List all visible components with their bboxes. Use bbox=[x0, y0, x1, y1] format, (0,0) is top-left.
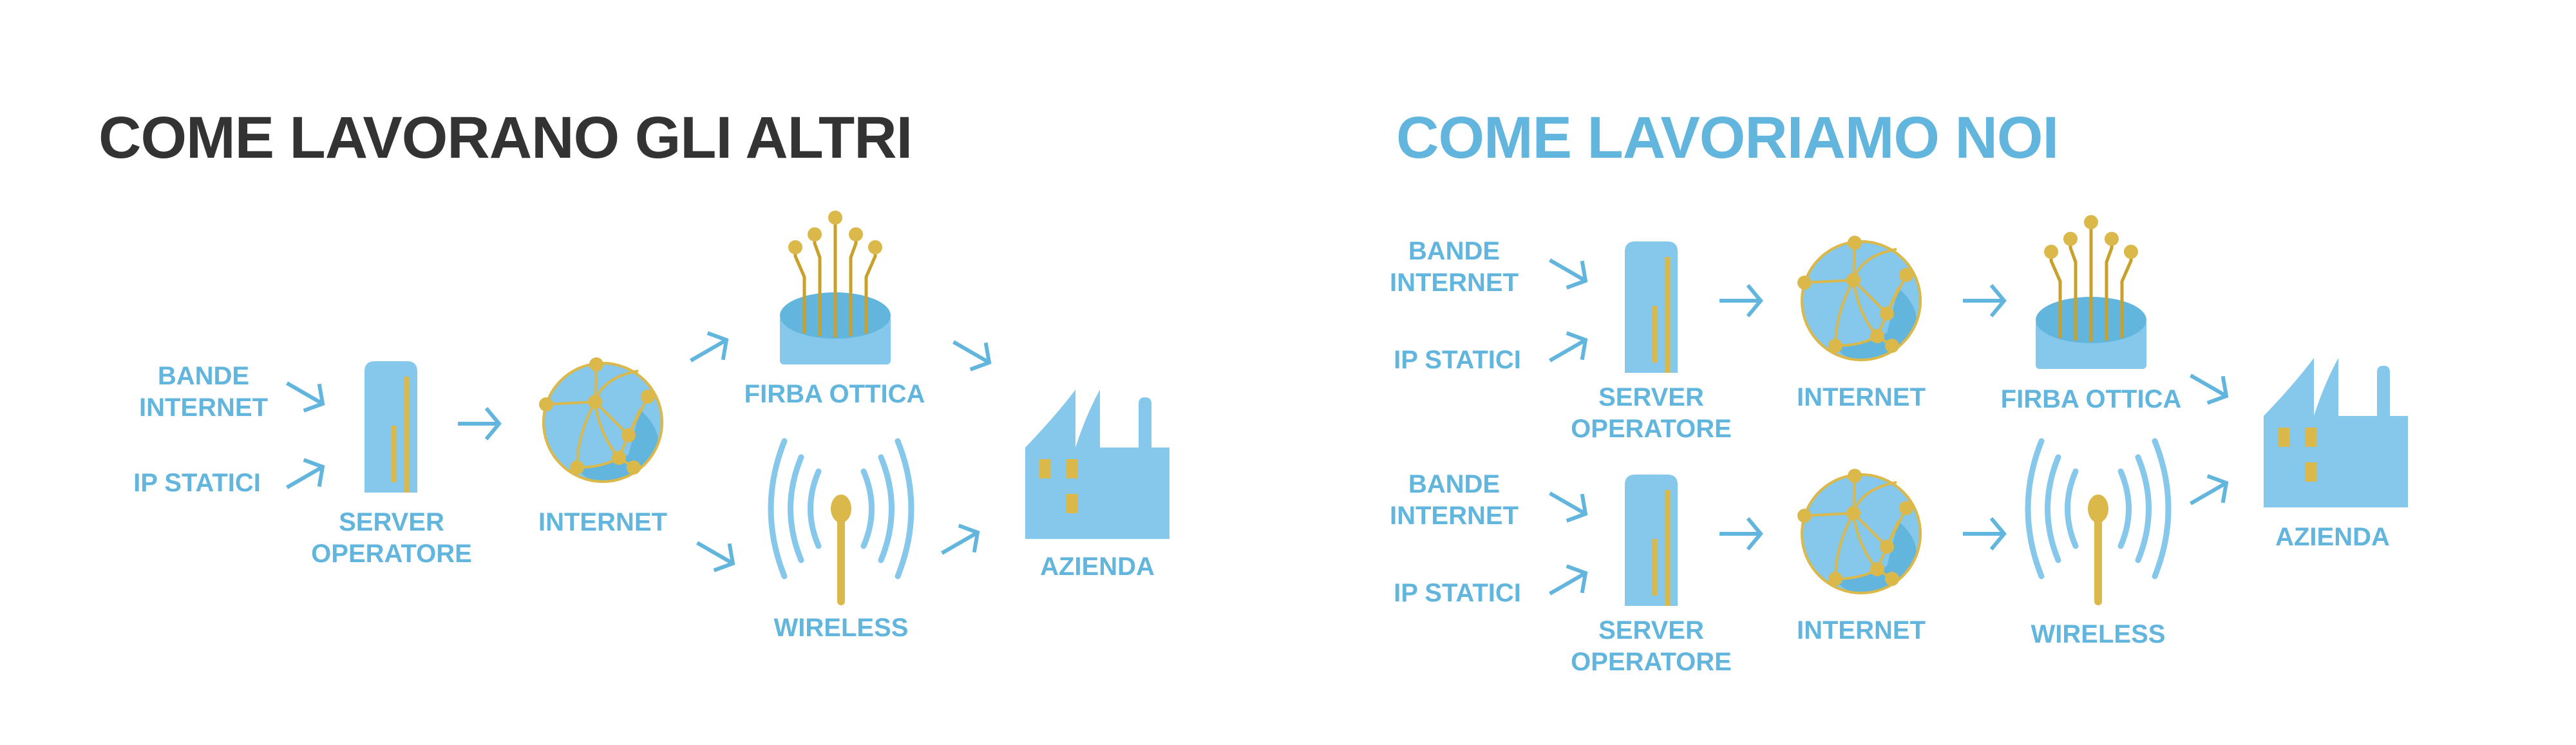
arrow-icon bbox=[279, 453, 330, 501]
arrow-icon bbox=[1963, 285, 2004, 316]
server-icon bbox=[365, 361, 417, 493]
fiber-optic-icon bbox=[780, 211, 891, 364]
label-ip-statici: IP STATICI bbox=[1394, 346, 1521, 374]
arrow-icon bbox=[946, 328, 997, 376]
label-server-operatore: SERVER OPERATORE bbox=[1571, 382, 1732, 445]
label-fibra-ottica: FIRBA OTTICA bbox=[744, 380, 925, 408]
label-internet: INTERNET bbox=[1797, 383, 1926, 411]
label-azienda: AZIENDA bbox=[2275, 523, 2390, 551]
label-fibra-ottica: FIRBA OTTICA bbox=[2000, 385, 2182, 413]
wireless-antenna-icon bbox=[771, 441, 911, 605]
arrow-icon bbox=[458, 408, 499, 439]
label-internet: INTERNET bbox=[1797, 616, 1926, 645]
label-line: SERVER bbox=[1598, 616, 1704, 645]
label-line: BANDE bbox=[157, 362, 250, 390]
label-line: OPERATORE bbox=[1571, 415, 1732, 443]
fiber-optic-icon bbox=[2036, 215, 2146, 369]
arrow-icon bbox=[690, 529, 741, 577]
arrow-icon bbox=[2183, 469, 2234, 517]
arrow-icon bbox=[1542, 560, 1593, 607]
label-line: SERVER bbox=[1598, 383, 1704, 411]
globe-icon bbox=[538, 356, 663, 483]
globe-icon bbox=[1796, 467, 1922, 594]
label-line: INTERNET bbox=[1390, 269, 1519, 297]
label-azienda: AZIENDA bbox=[1040, 552, 1155, 581]
arrow-icon bbox=[1963, 518, 2004, 549]
arrow-icon bbox=[1719, 285, 1761, 316]
factory-icon bbox=[1025, 390, 1170, 539]
label-ip-statici: IP STATICI bbox=[133, 469, 261, 497]
server-icon bbox=[1625, 241, 1678, 373]
arrow-icon bbox=[934, 519, 985, 567]
label-internet: INTERNET bbox=[538, 508, 667, 536]
arrow-icon bbox=[1719, 518, 1761, 549]
label-line: BANDE bbox=[1408, 470, 1501, 498]
label-ip-statici: IP STATICI bbox=[1394, 579, 1521, 607]
arrow-icon bbox=[683, 326, 734, 374]
label-wireless: WIRELESS bbox=[773, 614, 909, 642]
arrow-icon bbox=[1542, 326, 1593, 374]
arrow-icon bbox=[2183, 362, 2234, 410]
right-title: COME LAVORIAMO NOI bbox=[1396, 105, 2059, 171]
label-line: INTERNET bbox=[1390, 502, 1519, 530]
label-line: OPERATORE bbox=[311, 540, 472, 568]
globe-icon bbox=[1796, 234, 1922, 361]
label-line: SERVER bbox=[339, 508, 444, 536]
label-bande-internet: BANDE INTERNET bbox=[139, 361, 268, 424]
arrow-icon bbox=[1542, 247, 1593, 294]
label-bande-internet: BANDE INTERNET bbox=[1390, 236, 1519, 299]
arrow-icon bbox=[279, 370, 330, 417]
label-server-operatore: SERVER OPERATORE bbox=[311, 507, 472, 570]
label-wireless: WIRELESS bbox=[2031, 620, 2166, 648]
server-icon bbox=[1625, 475, 1678, 606]
wireless-antenna-icon bbox=[2028, 441, 2168, 605]
label-bande-internet: BANDE INTERNET bbox=[1390, 469, 1519, 532]
label-line: OPERATORE bbox=[1571, 648, 1732, 676]
label-line: BANDE bbox=[1408, 237, 1501, 265]
arrow-icon bbox=[1542, 480, 1593, 527]
factory-icon bbox=[2264, 358, 2408, 507]
label-server-operatore: SERVER OPERATORE bbox=[1571, 615, 1732, 678]
label-line: INTERNET bbox=[139, 393, 268, 422]
left-title: COME LAVORANO GLI ALTRI bbox=[99, 105, 913, 171]
